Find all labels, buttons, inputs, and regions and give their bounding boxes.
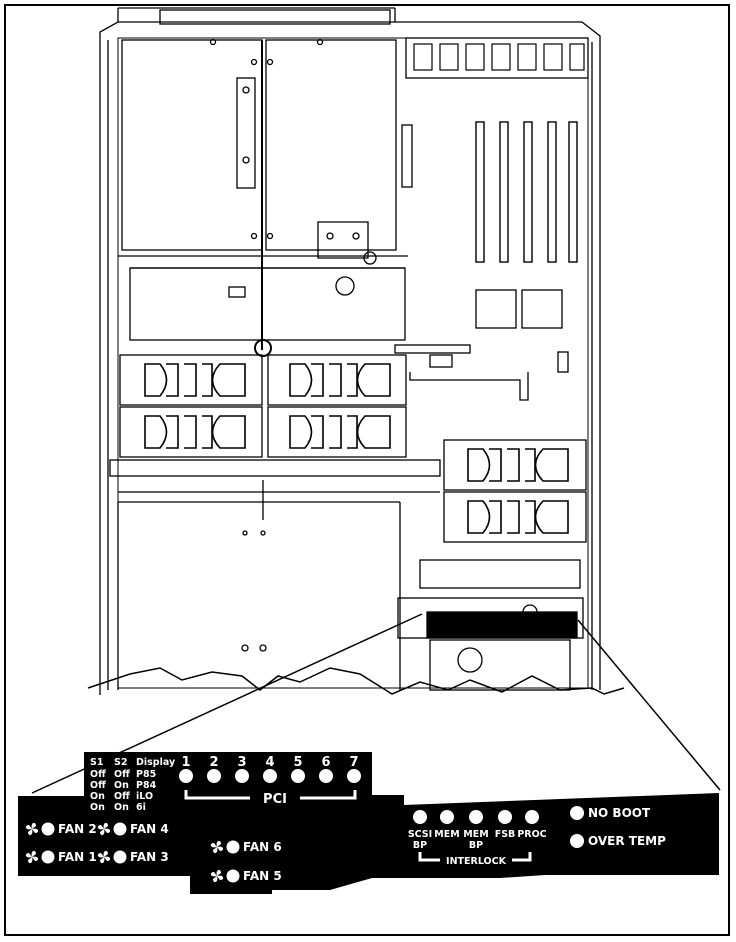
switch-header-s1: S1 bbox=[90, 757, 103, 768]
switch-cell: P84 bbox=[136, 780, 157, 791]
interlock-label-mem: MEM bbox=[434, 829, 459, 840]
over-temp-led bbox=[570, 834, 584, 848]
fan5-label: FAN 5 bbox=[243, 869, 282, 883]
interlock-led-1 bbox=[413, 810, 427, 824]
interlock-label: INTERLOCK bbox=[446, 856, 507, 867]
switch-table: S1 S2 Display Off Off P85 Off On P84 On … bbox=[90, 757, 176, 813]
status-labels: NO BOOT OVER TEMP bbox=[588, 806, 666, 848]
interlock-label-scsi: SCSI bbox=[408, 829, 432, 840]
switch-cell: 6i bbox=[136, 802, 146, 813]
server-chassis bbox=[99, 7, 601, 695]
fan5-led bbox=[226, 869, 240, 883]
switch-cell: iLO bbox=[136, 791, 153, 802]
fan2-led bbox=[41, 822, 55, 836]
pci-led-3 bbox=[235, 769, 249, 783]
pci-led-6 bbox=[319, 769, 333, 783]
over-temp-label: OVER TEMP bbox=[588, 834, 666, 848]
fan6-label: FAN 6 bbox=[243, 840, 282, 854]
switch-cell: On bbox=[114, 802, 129, 813]
interlock-label-mem-bp: MEM bbox=[463, 829, 488, 840]
switch-cell: On bbox=[114, 780, 129, 791]
fan6-led bbox=[226, 840, 240, 854]
interlock-label-mem-bp-line2: BP bbox=[469, 840, 483, 851]
led-dots bbox=[41, 769, 584, 883]
fan-icon bbox=[97, 822, 111, 836]
interlock-led-2 bbox=[440, 810, 454, 824]
no-boot-led bbox=[570, 806, 584, 820]
switch-cell: Off bbox=[114, 791, 130, 802]
pci-led-2 bbox=[207, 769, 221, 783]
no-boot-label: NO BOOT bbox=[588, 806, 651, 820]
switch-header-s2: S2 bbox=[114, 757, 127, 768]
pci-slot-number: 1 bbox=[181, 755, 190, 770]
interlock-bracket bbox=[418, 852, 532, 862]
pci-led-1 bbox=[179, 769, 193, 783]
pci-slot-number: 3 bbox=[237, 755, 246, 770]
fan3-label: FAN 3 bbox=[130, 850, 169, 864]
fan4-led bbox=[113, 822, 127, 836]
switch-cell: Off bbox=[90, 780, 106, 791]
interlock-label-proc: PROC bbox=[517, 829, 546, 840]
interlock-led-4 bbox=[498, 810, 512, 824]
interlock-labels: SCSI BP MEM MEM BP FSB PROC INTERLOCK bbox=[408, 829, 547, 867]
fan3-led bbox=[113, 850, 127, 864]
pci-led-5 bbox=[291, 769, 305, 783]
pci-slot-number: 5 bbox=[293, 755, 302, 770]
interlock-label-fsb: FSB bbox=[495, 829, 516, 840]
led-panel bbox=[18, 752, 719, 894]
pci-led-7 bbox=[347, 769, 361, 783]
pci-slot-number: 7 bbox=[349, 755, 358, 770]
pci-slot-number: 6 bbox=[321, 755, 330, 770]
cutaway-edge bbox=[87, 667, 625, 695]
interlock-label-scsi-bp: BP bbox=[413, 840, 427, 851]
switch-cell: On bbox=[90, 802, 105, 813]
fan-labels: FAN 2 FAN 4 FAN 1 FAN 3 FAN 6 FAN 5 bbox=[58, 822, 282, 883]
fan-icon bbox=[97, 850, 111, 864]
pci-led-4 bbox=[263, 769, 277, 783]
fan4-label: FAN 4 bbox=[130, 822, 169, 836]
switch-cell: On bbox=[90, 791, 105, 802]
fan-icon bbox=[25, 822, 39, 836]
pci-slot-number: 4 bbox=[265, 755, 274, 770]
fan-icon bbox=[210, 840, 224, 854]
fan1-led bbox=[41, 850, 55, 864]
fan-icon bbox=[25, 850, 39, 864]
switch-cell: Off bbox=[114, 769, 130, 780]
interlock-led-5 bbox=[525, 810, 539, 824]
pci-slot-number: 2 bbox=[209, 755, 218, 770]
pci-slot-labels: 1 2 3 4 5 6 7 PCI bbox=[181, 755, 358, 807]
fan2-label: FAN 2 bbox=[58, 822, 97, 836]
fan-icons bbox=[25, 822, 224, 883]
pci-bracket bbox=[184, 790, 357, 800]
switch-cell: Off bbox=[90, 769, 106, 780]
switch-cell: P85 bbox=[136, 769, 156, 780]
leader-line-right bbox=[577, 619, 721, 791]
fan-icon bbox=[210, 869, 224, 883]
fan1-label: FAN 1 bbox=[58, 850, 97, 864]
pci-label: PCI bbox=[263, 792, 287, 807]
switch-header-display: Display bbox=[136, 757, 176, 768]
interlock-led-3 bbox=[469, 810, 483, 824]
